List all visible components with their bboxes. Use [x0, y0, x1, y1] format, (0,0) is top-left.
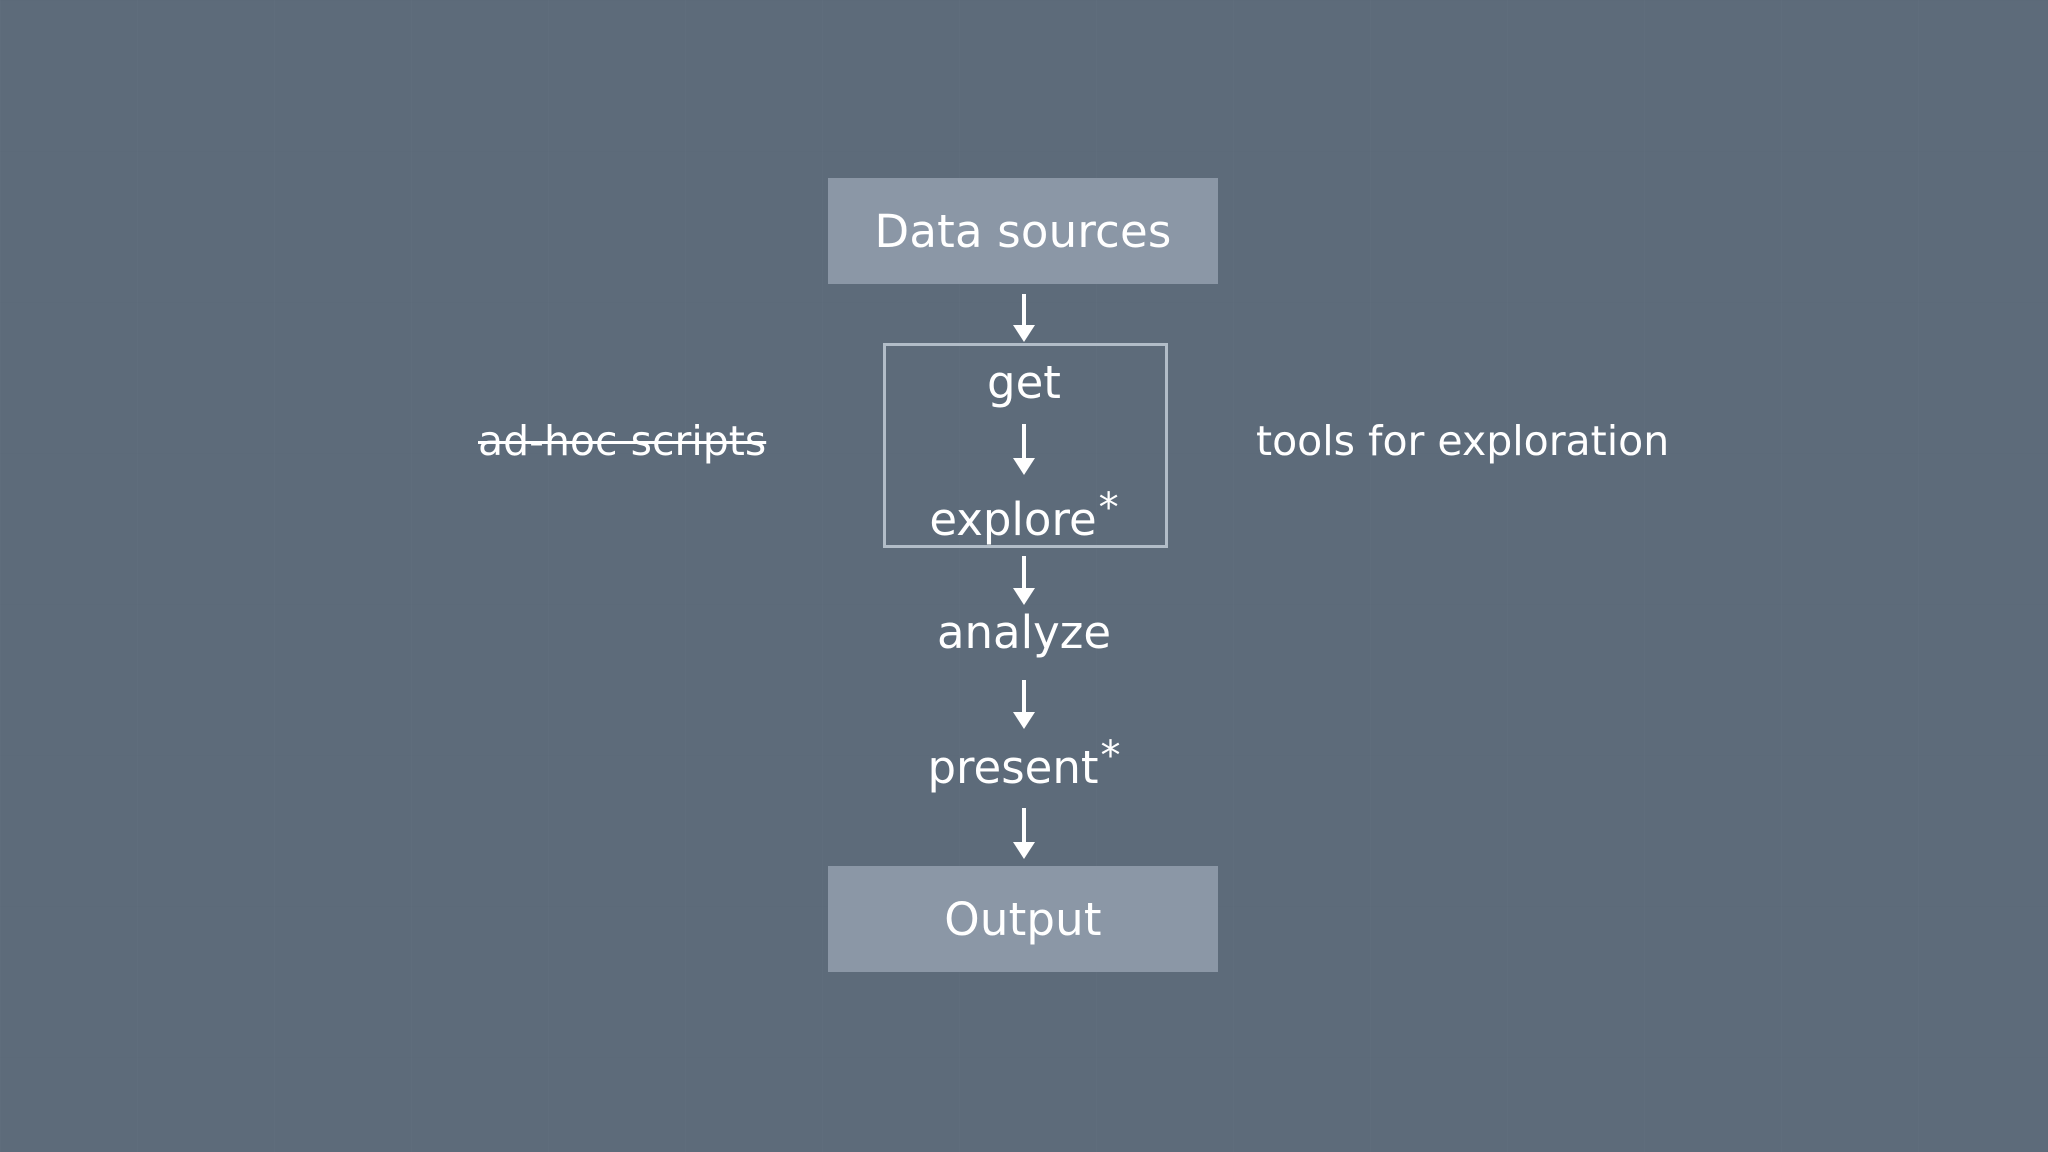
annotation-ad-hoc-scripts: ad-hoc scripts: [478, 417, 767, 465]
step-node-analyze: analyze: [0, 610, 2048, 655]
arrow-head: [1013, 842, 1035, 859]
step-node-present: present*: [0, 736, 2048, 790]
arrow-stem: [1022, 556, 1026, 590]
output-label: Output: [944, 892, 1102, 946]
data-sources-box: Data sources: [828, 178, 1218, 284]
exploration-group-box: [883, 343, 1168, 548]
step-label-present: present: [927, 741, 1099, 794]
step-label-get: get: [987, 356, 1061, 409]
arrow-get-to-explore: [1013, 424, 1035, 476]
data-sources-label: Data sources: [874, 204, 1172, 258]
footnote-asterisk-present: *: [1100, 733, 1121, 779]
arrow-head: [1013, 325, 1035, 342]
step-node-get: get: [0, 360, 2048, 405]
annotation-tools-for-exploration: tools for exploration: [1256, 417, 1670, 465]
arrow-stem: [1022, 808, 1026, 844]
arrow-head: [1013, 588, 1035, 605]
arrow-head: [1013, 458, 1035, 475]
arrow-head: [1013, 712, 1035, 729]
arrow-explore-to-analyze: [1013, 556, 1035, 606]
arrow-present-to-output: [1013, 808, 1035, 860]
footnote-asterisk-explore: *: [1098, 485, 1119, 531]
arrow-analyze-to-present: [1013, 680, 1035, 730]
output-box: Output: [828, 866, 1218, 972]
arrow-data-sources-to-get: [1013, 294, 1035, 342]
step-node-explore: explore*: [0, 488, 2048, 542]
arrow-stem: [1022, 294, 1026, 327]
arrow-stem: [1022, 680, 1026, 714]
step-label-analyze: analyze: [936, 606, 1112, 659]
step-label-explore: explore: [929, 493, 1097, 546]
arrow-stem: [1022, 424, 1026, 460]
